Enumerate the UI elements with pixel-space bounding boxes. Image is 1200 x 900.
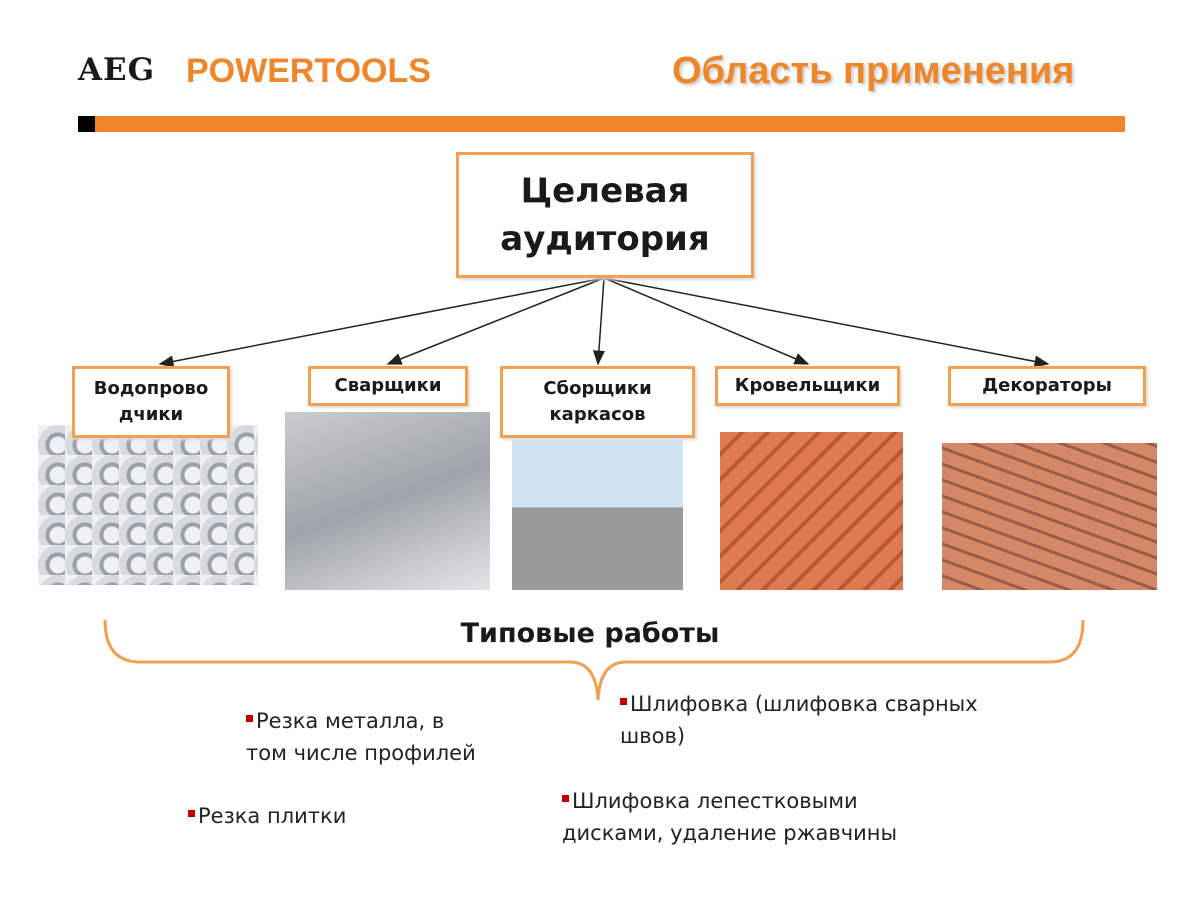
roofer-image: [942, 443, 1157, 590]
group-label: Сборщики: [543, 378, 652, 399]
group-label: Декораторы: [982, 375, 1112, 396]
bullet-text: Резка плитки: [198, 804, 347, 828]
bullet-text: том числе профилей: [246, 741, 476, 765]
metal-sheet-image: [285, 412, 490, 590]
arrow: [158, 277, 605, 368]
bullet-text: Шлифовка лепестковыми: [572, 789, 858, 813]
group-decorators: Декораторы: [948, 366, 1146, 406]
arrow: [603, 277, 810, 365]
arrow: [603, 277, 1050, 368]
group-label: Кровельщики: [734, 375, 881, 396]
bullet-text: дисками, удаление ржавчины: [562, 821, 898, 845]
bullet-marker: [246, 715, 253, 722]
bullet-text: Резка металла, в: [256, 709, 445, 733]
bullet-weld-grinding: Шлифовка (шлифовка сварных швов): [620, 688, 978, 752]
group-roofers: Кровельщики: [715, 366, 900, 406]
header-bar: [95, 116, 1125, 132]
arrow: [592, 277, 605, 366]
group-welders: Сварщики: [308, 366, 468, 406]
bullet-marker: [562, 795, 569, 802]
logo-aeg: AEG: [78, 52, 156, 88]
roof-tiles-image: [720, 432, 903, 590]
bullet-text: швов): [620, 724, 686, 748]
group-label: Водопрово: [93, 378, 209, 399]
arrow: [386, 277, 605, 365]
bullet-tile-cutting: Резка плитки: [188, 800, 346, 832]
header-square: [78, 116, 95, 132]
slide-title: Область применения: [672, 50, 1075, 92]
group-label: Сварщики: [334, 375, 442, 396]
works-heading: Типовые работы: [460, 618, 720, 649]
bullet-flap-disc-grinding: Шлифовка лепестковыми дисками, удаление р…: [562, 785, 897, 849]
logo-powertools: POWERTOOLS: [186, 52, 431, 90]
bullet-text: Шлифовка (шлифовка сварных: [630, 692, 978, 716]
group-frame-assemblers: Сборщики каркасов: [500, 366, 695, 438]
bullet-marker: [620, 698, 627, 705]
bullet-metal-cutting: Резка металла, в том числе профилей: [246, 705, 476, 769]
frame-image: [512, 440, 683, 590]
center-line2: аудитория: [500, 219, 710, 259]
group-label: каркасов: [549, 404, 646, 425]
center-line1: Целевая: [520, 171, 690, 211]
target-audience-box: Целевая аудитория: [456, 152, 754, 278]
curly-brace: [103, 619, 1085, 701]
pipes-image: [38, 425, 258, 585]
group-label: дчики: [118, 404, 184, 425]
bullet-marker: [188, 810, 195, 817]
group-plumbers: Водопрово дчики: [72, 366, 230, 438]
